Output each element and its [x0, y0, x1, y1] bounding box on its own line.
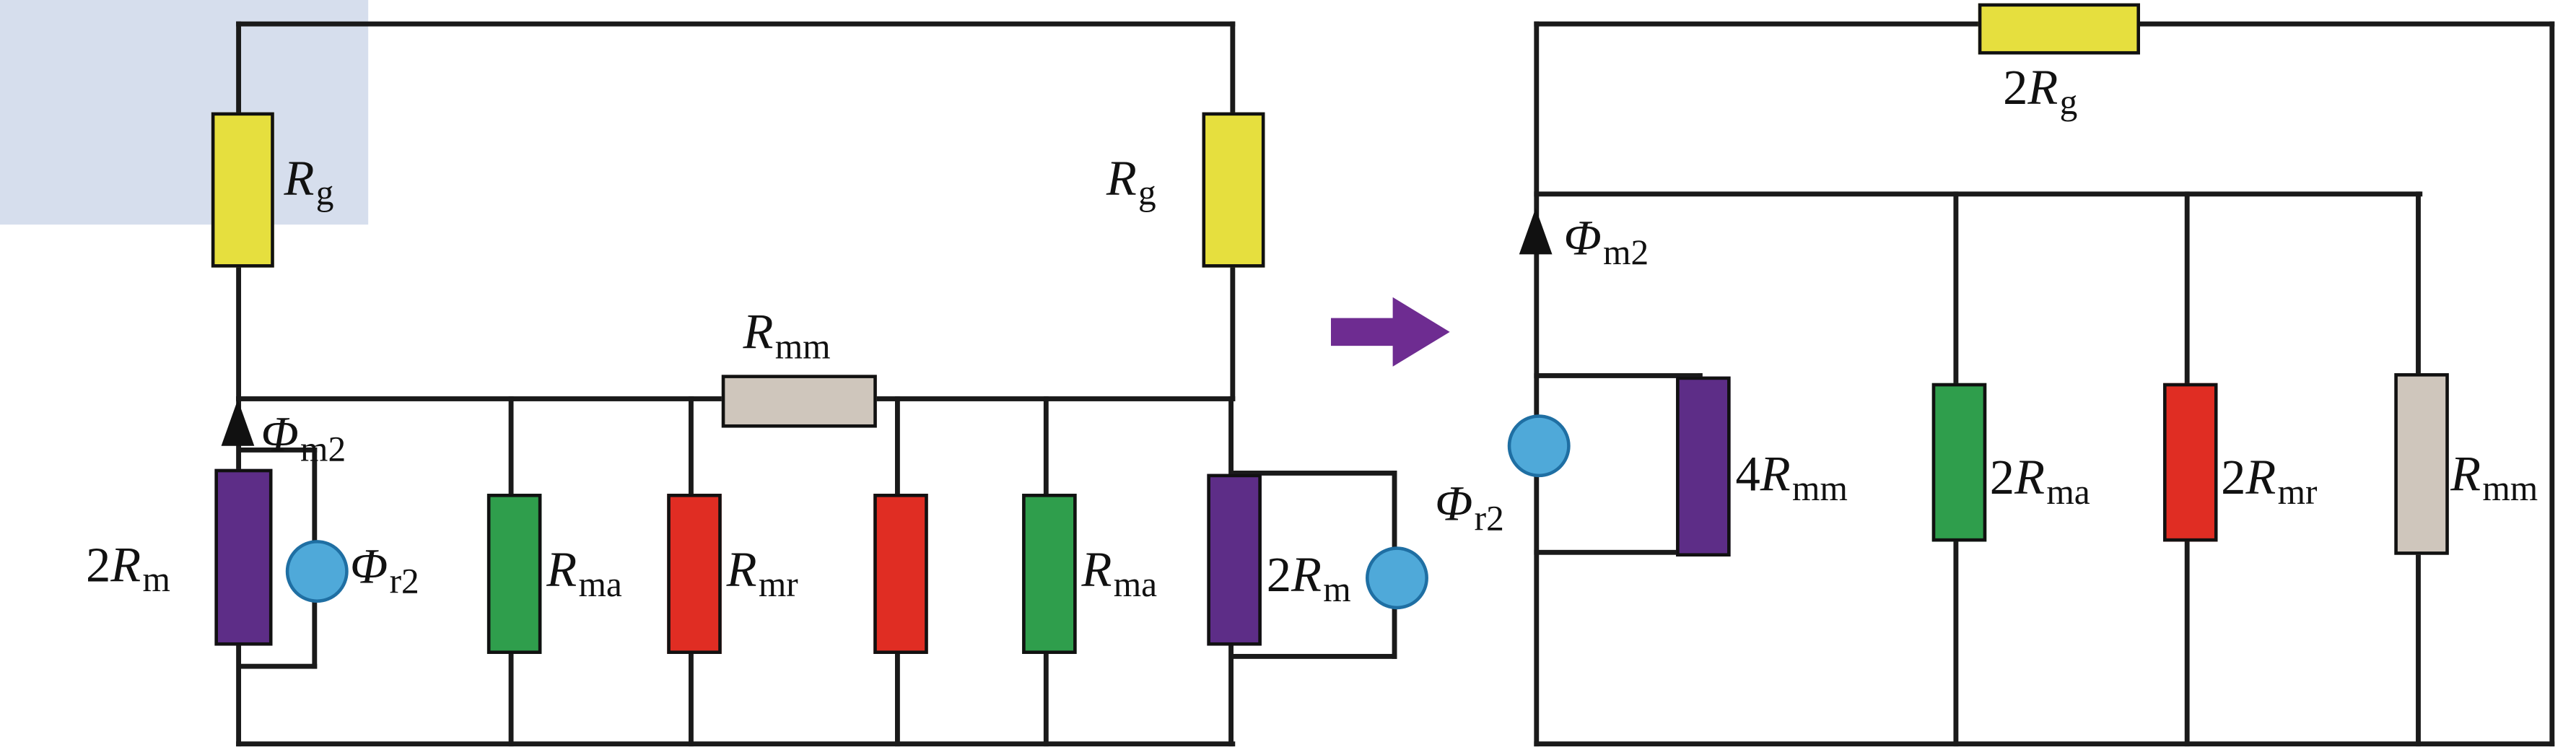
resistor-2rm-left: [214, 468, 273, 646]
resistor-2rma: [1931, 383, 1987, 542]
right-bottom-wire: [1534, 741, 2555, 747]
left-source-loop-top: [239, 447, 318, 453]
resistor-2rmr: [2163, 383, 2218, 542]
highlight-region: [0, 0, 369, 225]
flux-arrow-icon-left: [221, 399, 255, 446]
resistor-rg-right: [1202, 112, 1265, 268]
resistor-rmm-bus: [721, 375, 877, 428]
resistor-rmr-2: [873, 494, 928, 654]
resistor-rma-1: [486, 494, 542, 654]
resistor-4rmm: [1676, 376, 1731, 557]
flux-source-circle-left: [285, 540, 349, 603]
resistor-2rm-right: [1207, 473, 1262, 646]
flux-source-circle-right: [1366, 546, 1428, 610]
right-left-wire: [1534, 21, 1540, 747]
right-node-rail: [1534, 191, 2423, 197]
right-source-parallel-loop-bottom: [1534, 549, 1703, 555]
equivalence-arrow-icon: [1330, 297, 1450, 367]
flux-arrow-icon-right: [1519, 208, 1553, 255]
right-source-loop-bottom: [1233, 653, 1397, 659]
left-source-loop-bottom: [239, 663, 318, 669]
flux-source-circle-equivalent: [1507, 414, 1571, 478]
right-right-wire: [2549, 21, 2555, 747]
right-source-parallel-loop-top: [1534, 373, 1703, 378]
resistor-2rg: [1978, 3, 2140, 55]
resistor-rg-left: [211, 112, 274, 268]
resistor-rmr-1: [667, 494, 722, 654]
right-source-loop-top: [1233, 471, 1397, 476]
left-bottom-wire: [236, 741, 1236, 747]
left-top-wire: [236, 21, 1236, 27]
resistor-rma-2: [1022, 494, 1077, 654]
resistor-rmm-right: [2394, 373, 2449, 555]
